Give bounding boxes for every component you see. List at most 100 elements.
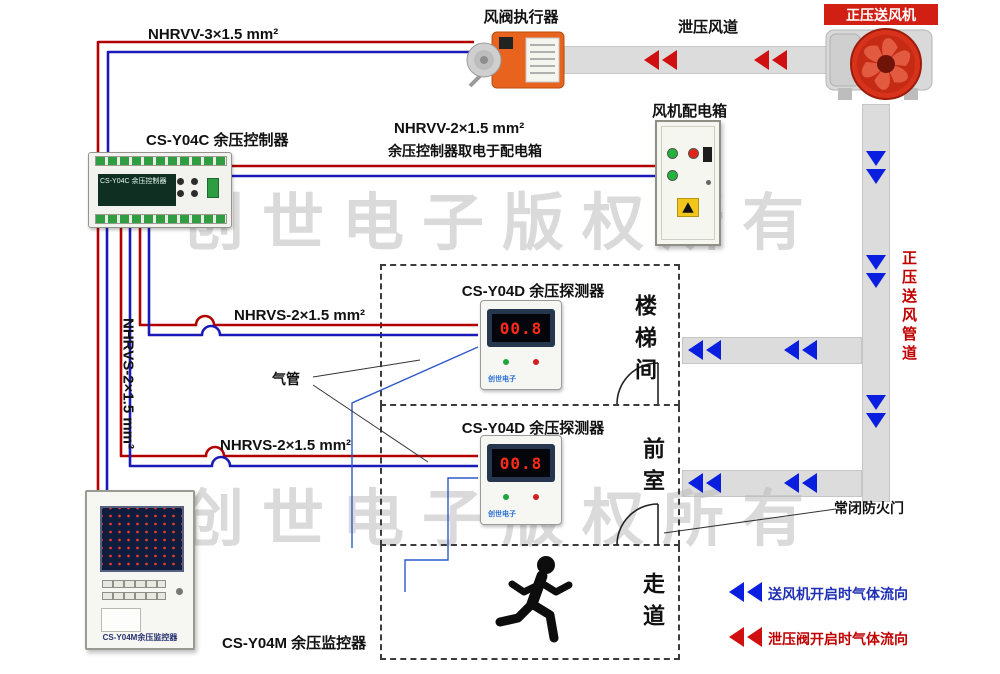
monitor-button-row (102, 580, 166, 588)
pressure-detector-front-room: 00.8 创世电子 (480, 435, 562, 525)
controller-connector (207, 178, 219, 198)
detector-display-bezel: 00.8 (487, 444, 555, 482)
controller-button (190, 190, 198, 197)
brand-logo: 创世电子 (488, 511, 516, 518)
fire-door-symbol-stairwell (616, 362, 659, 405)
monitor-button-row (102, 592, 166, 600)
legend-relief-flow: 泄压阀开启时气体流向 (768, 631, 908, 647)
pressure-reading: 00.8 (499, 453, 543, 473)
cable-label-nhrvs-2: NHRVS-2×1.5 mm² (220, 437, 352, 454)
relief-flow-arrow (772, 50, 787, 70)
room-box-corridor (380, 546, 680, 660)
warning-sticker (677, 198, 699, 217)
pressure-controller: CS-Y04C 余压控制器 (88, 152, 232, 228)
relief-flow-arrow (644, 50, 659, 70)
legend-relief-arrow (747, 627, 762, 647)
terminal-strip (95, 156, 227, 166)
damper-actuator (462, 28, 566, 97)
room-label-front-room: 前室 (640, 437, 665, 501)
supply-flow-arrow-down (866, 395, 886, 410)
distribution-box-panel (661, 126, 715, 240)
run-led (503, 494, 509, 500)
actuator-illustration (466, 31, 565, 89)
detector1-label: CS-Y04D 余压探测器 (461, 283, 605, 300)
legend-supply-arrow (747, 582, 762, 602)
monitor-panel-label: CS-Y04M余压监控器 (102, 633, 178, 642)
red-indicator-light (688, 148, 699, 159)
air-tube-leader-1 (312, 359, 421, 378)
controller-buttons (177, 178, 199, 197)
keyhole (706, 180, 711, 185)
supply-fan (824, 26, 936, 113)
legend-supply-flow: 送风机开启时气体流向 (768, 586, 908, 602)
detector-leds (481, 494, 561, 500)
fire-door-symbols (616, 362, 659, 546)
supply-flow-arrow-left (802, 340, 817, 360)
supply-flow-arrow-down (866, 151, 886, 166)
detector-leds (481, 359, 561, 365)
warning-triangle-icon (682, 202, 694, 213)
leader-lines (312, 359, 837, 534)
fan-distribution-box (655, 120, 721, 246)
supply-flow-arrow-down (866, 169, 886, 184)
fire-door-symbol-front-room (616, 503, 659, 546)
supply-flow-arrow-left (688, 340, 703, 360)
detector-screen: 00.8 (492, 314, 550, 342)
controller-lcd: CS-Y04C 余压控制器 (98, 174, 176, 206)
red-wire-controller-to-detector2 (119, 228, 478, 458)
alarm-led (533, 494, 539, 500)
terminal-strip (95, 214, 227, 224)
fire-door-label: 常闭防火门 (834, 500, 904, 516)
cable-label-nhrvv3: NHRVV-3×1.5 mm² (148, 26, 279, 43)
cable-label-nhrvs-1: NHRVS-2×1.5 mm² (234, 307, 366, 324)
monitor-indicator-screen (100, 506, 184, 572)
controller-button (177, 178, 184, 185)
green-indicator-light (667, 148, 678, 159)
detector2-label: CS-Y04D 余压探测器 (461, 420, 605, 437)
detector-screen: 00.8 (492, 449, 550, 477)
pressure-monitor-cabinet: CS-Y04M余压监控器 (85, 490, 195, 650)
air-tube-label: 气管 (272, 371, 300, 387)
room-label-corridor: 走道 (640, 572, 665, 636)
supply-flow-arrow-left (688, 473, 703, 493)
room-label-stairwell: 楼梯间 (632, 294, 657, 390)
red-flow-arrows (644, 50, 787, 647)
green-indicator-light (667, 170, 678, 181)
cable-label-riser: NHRVS-2×1.5 mm² (119, 317, 137, 450)
air-tube-leader-2 (312, 384, 429, 463)
relief-flow-arrow (662, 50, 677, 70)
monitor-label: CS-Y04M 余压监控器 (222, 635, 367, 652)
run-led (503, 359, 509, 365)
red-wire-controller-to-actuator (96, 40, 474, 152)
pressure-detector-stairwell: 00.8 创世电子 (480, 300, 562, 390)
blue-wire-controller-to-detector1 (147, 228, 478, 337)
relief-duct-label: 泄压风道 (678, 19, 739, 36)
red-wire-group (96, 40, 657, 492)
supply-duct-label: 正压送风管道 (900, 250, 917, 364)
blue-wire-group (105, 50, 657, 492)
red-wire-controller-to-detector1 (138, 228, 478, 327)
pressure-reading: 00.8 (499, 318, 543, 338)
brand-logo: 创世电子 (488, 376, 516, 383)
panel-switch (703, 147, 712, 162)
blue-flow-arrows (688, 151, 886, 602)
supply-flow-arrow-left (802, 473, 817, 493)
running-person-icon (490, 552, 574, 653)
fan-illustration (825, 28, 933, 100)
cable-label-nhrvv2: NHRVV-2×1.5 mm² (394, 120, 525, 137)
room-box-front-room (380, 406, 680, 546)
supply-flow-arrow-left (706, 473, 721, 493)
supply-flow-arrow-down (866, 273, 886, 288)
legend-supply-arrow (729, 582, 744, 602)
supply-flow-arrow-down (866, 255, 886, 270)
supply-flow-arrow-down (866, 413, 886, 428)
detector-display-bezel: 00.8 (487, 309, 555, 347)
fan-box-label: 风机配电箱 (652, 103, 728, 120)
air-tube-lines (351, 346, 479, 592)
blue-wire-controller-to-actuator (106, 50, 474, 152)
fan-title-banner: 正压送风机 (824, 4, 938, 25)
keyhole (176, 588, 183, 595)
supply-flow-arrow-left (706, 340, 721, 360)
